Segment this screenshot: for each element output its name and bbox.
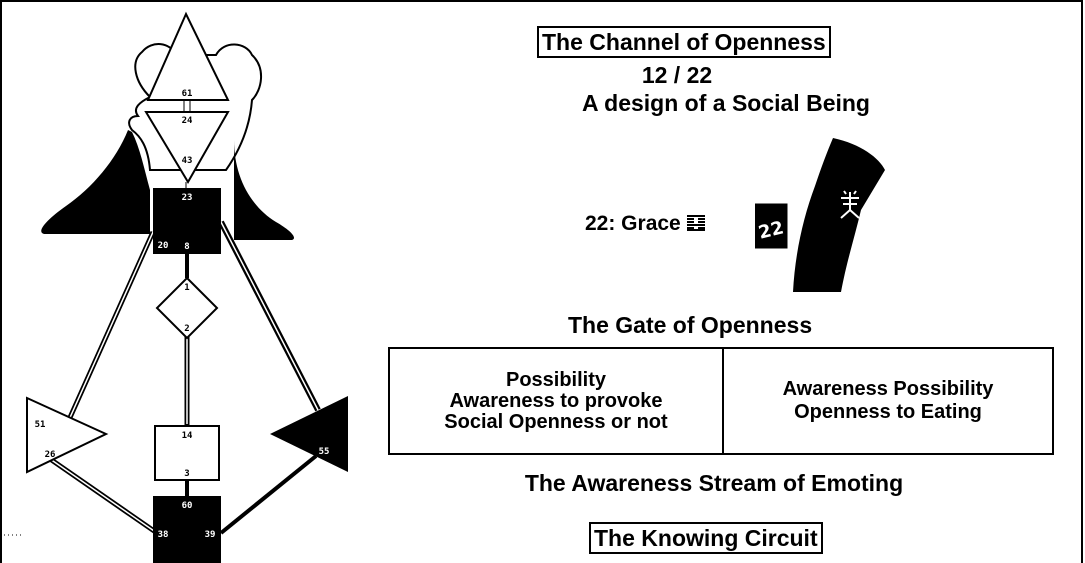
keynote-left-cell: Possibility Awareness to provoke Social … — [390, 349, 724, 453]
head-center — [146, 11, 230, 101]
gate-label-3: 3 — [184, 469, 189, 479]
channel-glyph — [840, 190, 860, 219]
head-silhouette — [128, 43, 262, 171]
gate-label-1: 1 — [184, 283, 189, 293]
g-center — [155, 276, 219, 340]
gate-label-39: 39 — [205, 530, 216, 540]
channel-gates: 12 / 22 — [641, 62, 713, 88]
ajna-center — [144, 111, 230, 184]
gate-label-61: 61 — [182, 89, 193, 99]
gate-label-20: 20 — [158, 241, 169, 251]
keynote-table: Possibility Awareness to provoke Social … — [388, 347, 1054, 455]
channel-band — [793, 138, 885, 292]
gate-label-24: 24 — [182, 116, 193, 126]
gate-label-38: 38 — [158, 530, 169, 540]
gate-title: The Gate of Openness — [568, 312, 813, 338]
keynote-right-line: Awareness Possibility — [782, 378, 994, 400]
keynote-left-line: Possibility — [505, 368, 607, 391]
gate-badge: 22 — [755, 203, 788, 249]
keynote-right-cell: Awareness Possibility Openness to Eating — [724, 349, 1052, 453]
design-description: A design of a Social Being — [582, 90, 870, 116]
gate-name: 22: Grace — [585, 212, 705, 236]
gate-label-2: 2 — [184, 324, 189, 334]
root-center — [153, 496, 221, 563]
keynote-left-line: Awareness to provoke — [449, 389, 663, 412]
throat-center — [153, 188, 221, 254]
keynote-right-line: Openness to Eating — [794, 401, 982, 423]
hexagram-icon — [686, 215, 705, 231]
gate-label-60: 60 — [182, 501, 193, 511]
keynote-left-line: Social Openness or not — [444, 410, 668, 433]
channels — [38, 220, 321, 536]
gate-label-14: 14 — [182, 431, 193, 441]
gate-label-23: 23 — [182, 193, 193, 203]
gate-detail-graphic: 22 — [755, 138, 885, 292]
gate-label-26: 26 — [45, 450, 56, 460]
bodygraph: 61 24 43 23 20 8 1 2 51 26 14 3 60 38 39… — [4, 11, 348, 563]
gate-label-51: 51 — [35, 420, 46, 430]
gate-name-text: 22: Grace — [585, 212, 681, 235]
channel-title: The Channel of Openness — [537, 26, 831, 58]
left-shoulder — [41, 130, 150, 234]
stream-title: The Awareness Stream of Emoting — [524, 470, 904, 496]
gate-label-55: 55 — [319, 447, 330, 457]
gate-label-8: 8 — [184, 242, 189, 252]
spleen-center — [26, 396, 109, 474]
sacral-center — [154, 425, 220, 481]
solar-plexus-center — [270, 396, 348, 472]
right-shoulder — [234, 140, 295, 240]
gate-label-43: 43 — [182, 156, 193, 166]
circuit-title: The Knowing Circuit — [589, 522, 823, 554]
